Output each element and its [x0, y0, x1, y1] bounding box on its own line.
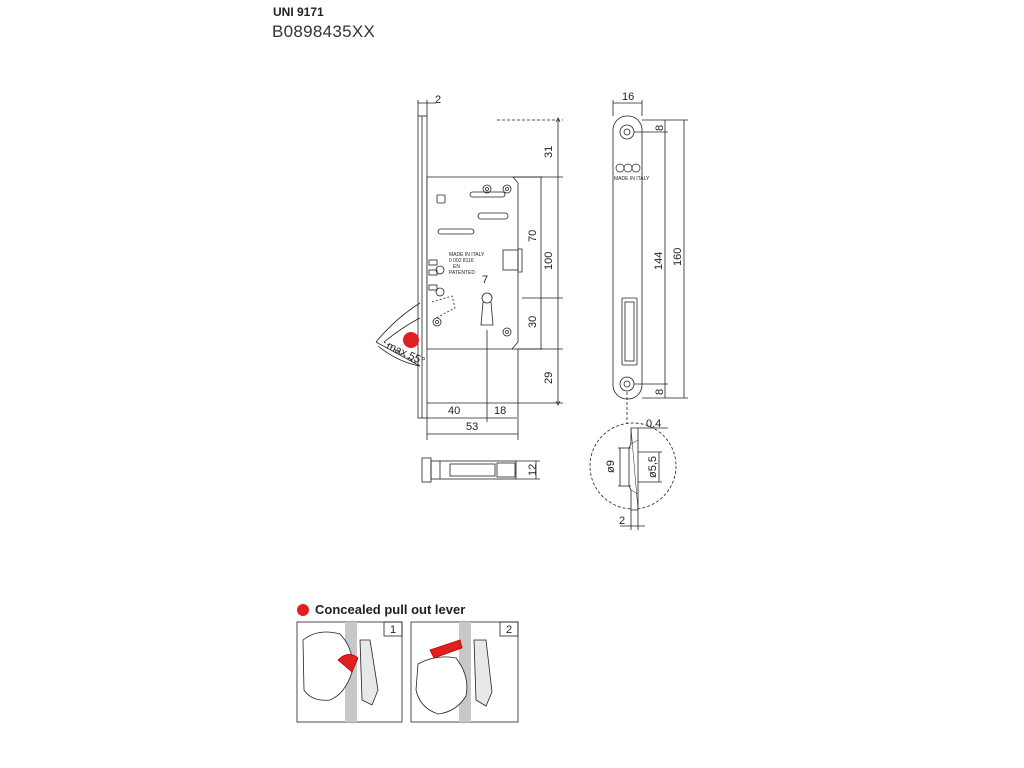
dim-detail-hole-diameter: ø5,5: [647, 456, 659, 478]
dim-faceplate-thickness: 2: [435, 94, 441, 106]
legend: Concealed pull out lever: [297, 602, 465, 617]
dim-strike-height: 160: [672, 248, 684, 266]
dim-case-height: 100: [543, 252, 555, 270]
legend-label: Concealed pull out lever: [315, 602, 466, 617]
dim-detail-head-diameter: ø9: [605, 460, 617, 473]
dim-detail-plate-thickness: 2: [619, 515, 625, 527]
strike-plate: [612, 115, 643, 400]
case-stamp-line3: EN: [453, 264, 460, 270]
dim-bottom-offset: 29: [543, 372, 555, 384]
case-stamp-line2: 0 002 8116: [449, 258, 474, 264]
faceplate: [417, 115, 428, 419]
lever-marker-dot: [403, 332, 419, 348]
dim-keyhole-offset: 18: [494, 405, 506, 417]
dim-case-thickness: 12: [527, 464, 539, 476]
step-number-2: 2: [506, 624, 512, 636]
step-number-1: 1: [390, 624, 396, 636]
dim-detail-thickness: 0,4: [646, 418, 661, 430]
dim-strike-hole-spacing: 144: [653, 252, 665, 270]
dim-cylinder-gap: 7: [482, 274, 488, 286]
dim-strike-hole-top: 8: [654, 125, 666, 131]
case-stamp-line4: PATENTED: [449, 270, 475, 276]
dim-upper-section: 70: [527, 230, 539, 242]
strike-stamp: MADE IN ITALY: [614, 176, 650, 182]
case-stamp-line1: MADE IN ITALY: [449, 252, 485, 258]
dim-case-depth: 53: [466, 421, 478, 433]
legend-marker-dot: [297, 603, 309, 616]
dim-top-offset: 31: [543, 146, 555, 158]
dim-lower-section: 30: [527, 316, 539, 328]
product-code: B0898435XX: [272, 22, 376, 41]
dim-strike-hole-bottom: 8: [654, 389, 666, 395]
dim-strike-width: 16: [622, 91, 634, 103]
case-edge: [421, 457, 432, 483]
model-title: UNI 9171: [273, 5, 324, 19]
dim-backset: 40: [448, 405, 460, 417]
